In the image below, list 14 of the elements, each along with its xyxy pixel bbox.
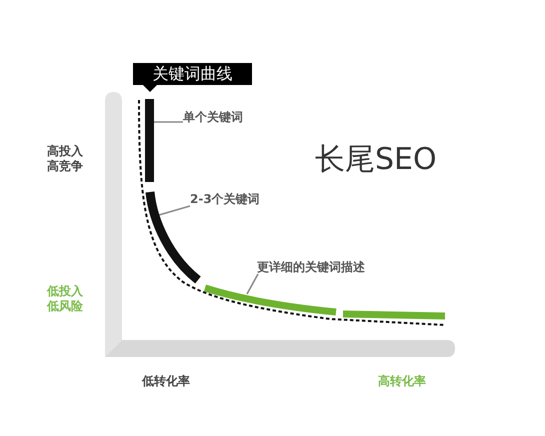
axis-label: 高投入高竞争 [47, 144, 84, 174]
leader-line [154, 121, 183, 123]
callout-box: 关键词曲线 [133, 63, 252, 92]
annotation-label: 单个关键词 [183, 110, 243, 124]
curve-segment [203, 284, 337, 316]
axis-label: 低转化率 [142, 374, 190, 389]
curve-segment [145, 99, 154, 182]
leader-line [158, 205, 190, 216]
annotation-label: 2-3个关键词 [190, 192, 260, 206]
axis-label: 低投入低风险 [47, 284, 84, 314]
chart-title: 长尾SEO [315, 142, 437, 178]
annotation-label: 更详细的关键词描述 [257, 260, 365, 274]
axis-label: 高转化率 [378, 374, 426, 389]
leader-line [246, 274, 259, 294]
